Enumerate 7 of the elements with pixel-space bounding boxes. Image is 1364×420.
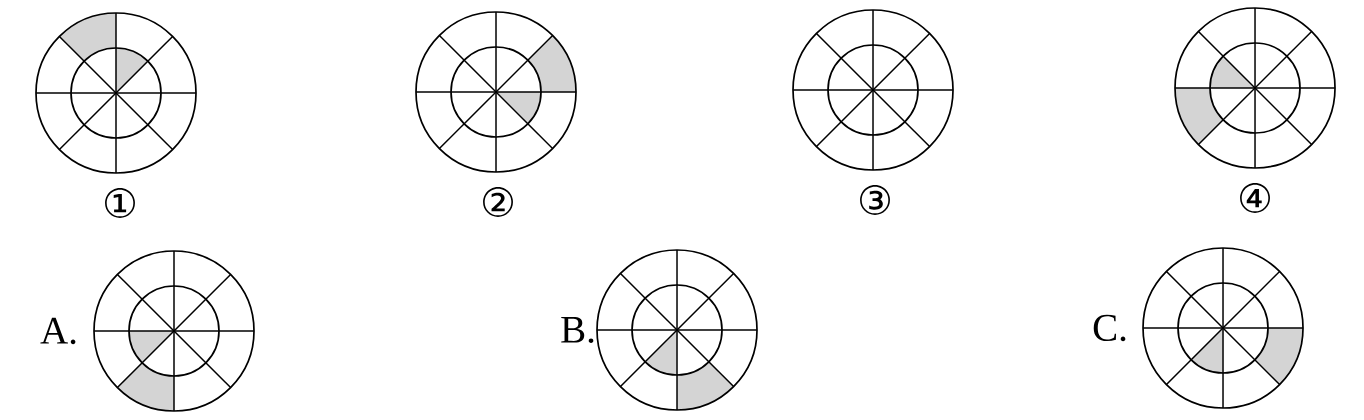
figure-number: ① [105,188,135,218]
option-label: B. [561,316,594,344]
option-label: A. [40,317,76,345]
figure-number: ④ [1240,183,1270,213]
figure-number: ② [483,187,513,217]
option-label: C. [1093,314,1126,342]
figure-number: ③ [860,185,890,215]
